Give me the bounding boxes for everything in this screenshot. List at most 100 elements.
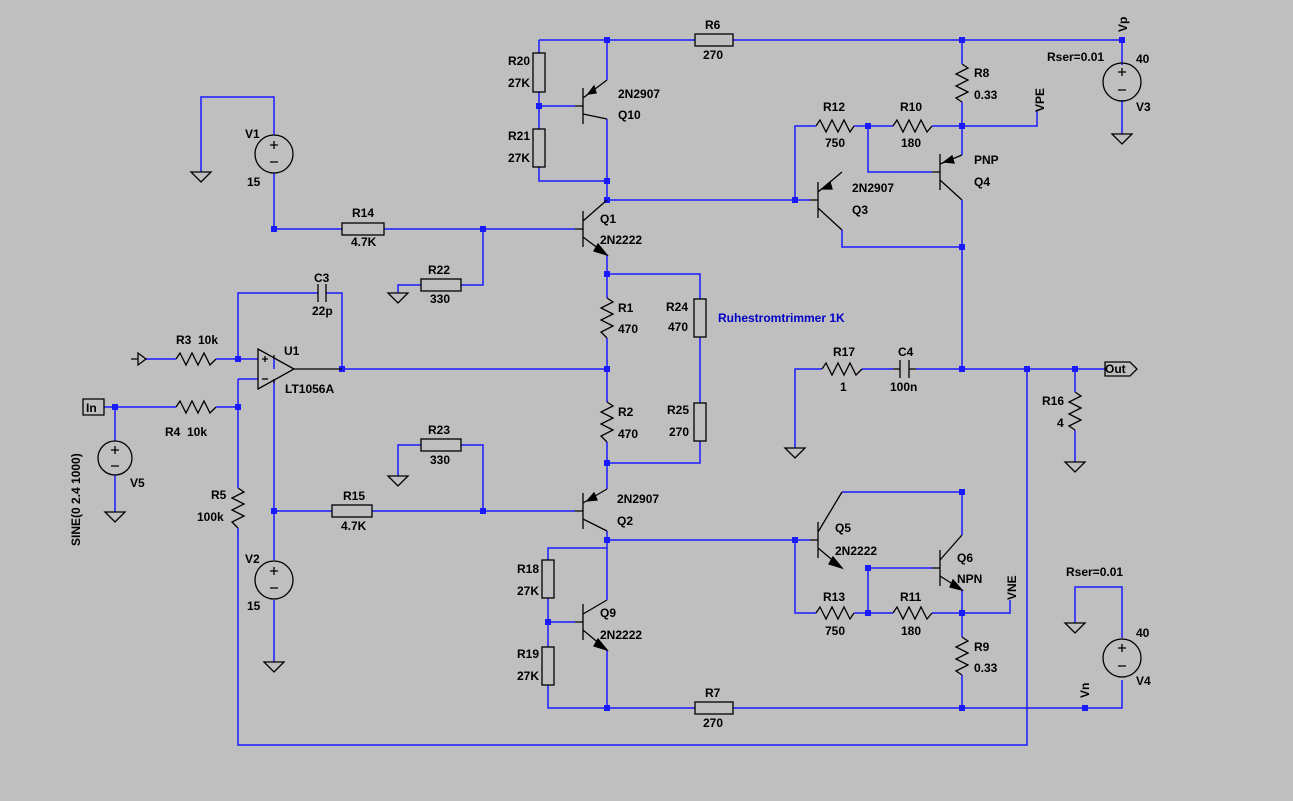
label-q1-ref: Q1: [600, 212, 616, 226]
source-v2: [254, 560, 294, 600]
label-r10-ref: R10: [900, 100, 922, 114]
label-r1-ref: R1: [618, 301, 634, 315]
resistor-r15: [331, 504, 373, 518]
label-u1-ref: U1: [284, 344, 300, 358]
label-r18-value: 27K: [517, 584, 539, 598]
resistor-r4: [175, 399, 217, 415]
label-v4-value: 40: [1136, 626, 1150, 640]
resistor-r13: [815, 605, 855, 621]
label-r5-value: 100k: [197, 510, 224, 524]
label-r6-value: 270: [703, 48, 723, 62]
label-v1-ref: V1: [245, 127, 260, 141]
label-q2-ref: Q2: [617, 514, 633, 528]
transistor-q10: [575, 79, 608, 124]
resistor-r8: [954, 63, 970, 103]
label-r15-ref: R15: [343, 489, 365, 503]
voltage-sources: [97, 62, 1142, 678]
wires: [104, 39, 1123, 746]
label-r21-value: 27K: [508, 151, 530, 165]
label-r20-ref: R20: [508, 54, 530, 68]
label-r3-ref: R3: [176, 333, 192, 347]
label-q10-ref: Q10: [618, 108, 641, 122]
label-u1-model: LT1056A: [285, 382, 334, 396]
label-v4-rser: Rser=0.01: [1066, 565, 1123, 579]
resistor-r18: [541, 559, 555, 599]
source-v3: [1102, 62, 1142, 102]
label-r13-ref: R13: [823, 590, 845, 604]
ground-icon: [103, 511, 127, 523]
label-q3-ref: Q3: [852, 203, 868, 217]
ground-icon: [1110, 133, 1134, 145]
net-vn-label: Vn: [1078, 683, 1092, 698]
label-r8-value: 0.33: [974, 88, 998, 102]
label-r17-ref: R17: [833, 345, 855, 359]
label-q5-ref: Q5: [835, 521, 851, 535]
label-r23-ref: R23: [428, 423, 450, 437]
label-r2-value: 470: [618, 427, 638, 441]
ground-icon: [386, 292, 410, 304]
resistor-r21: [532, 128, 546, 168]
label-v5-ref: V5: [130, 476, 145, 490]
resistor-r9: [954, 636, 970, 676]
label-q2-model: 2N2907: [617, 492, 659, 506]
label-r1-value: 470: [618, 322, 638, 336]
label-r8-ref: R8: [974, 66, 990, 80]
resistor-r12: [815, 118, 855, 134]
port-out-flag[interactable]: [1104, 361, 1138, 377]
resistor-r23: [420, 438, 462, 452]
resistor-r17: [821, 361, 863, 377]
resistor-r19: [541, 646, 555, 686]
label-r6-ref: R6: [705, 18, 721, 32]
zigzag-resistors: [175, 63, 1083, 676]
net-vne-label: VNE: [1005, 575, 1019, 600]
label-v5-value: SINE(0 2.4 1000): [69, 453, 83, 546]
label-r12-value: 750: [825, 136, 845, 150]
ground-icon: [386, 475, 410, 487]
ground-icon: [783, 447, 807, 459]
resistor-r20: [532, 52, 546, 93]
label-r4-ref: R4: [165, 425, 181, 439]
grounds: [103, 133, 1134, 673]
resistor-r3: [175, 351, 217, 367]
label-r7-ref: R7: [705, 686, 721, 700]
label-c3-value: 22p: [312, 304, 333, 318]
port-in-flag[interactable]: [82, 398, 105, 416]
net-vpe-label: VPE: [1033, 88, 1047, 112]
label-r9-value: 0.33: [974, 661, 998, 675]
transistor-q5: [810, 491, 844, 570]
label-c4-ref: C4: [898, 345, 914, 359]
label-v4-ref: V4: [1136, 674, 1151, 688]
resistor-r6: [694, 33, 734, 47]
resistor-r2: [599, 401, 615, 443]
transistors: [575, 79, 964, 652]
transistor-q4: [932, 154, 963, 201]
source-v4: [1102, 638, 1142, 678]
transistor-q9: [575, 599, 609, 652]
label-r24-ref: R24: [666, 300, 688, 314]
label-r18-ref: R18: [517, 562, 539, 576]
junctions: [112, 37, 1125, 711]
label-q4-model: PNP: [974, 153, 999, 167]
resistor-r25: [693, 402, 707, 442]
resistor-r5: [230, 487, 246, 529]
label-r21-ref: R21: [508, 129, 530, 143]
label-r15-value: 4.7K: [341, 519, 367, 533]
label-q4-ref: Q4: [974, 175, 990, 189]
capacitor-c3: [317, 284, 327, 302]
label-q9-ref: Q9: [600, 606, 616, 620]
label-q1-model: 2N2222: [600, 233, 642, 247]
resistor-r14: [341, 222, 385, 236]
labels: R6 270 R20 27K R21 27K 2N2907 Q10 Q1 2N2…: [69, 17, 1151, 730]
net-flags: [82, 351, 1138, 416]
label-r22-value: 330: [430, 292, 450, 306]
resistor-boxes: [331, 33, 734, 715]
label-v3-ref: V3: [1136, 100, 1151, 114]
label-r22-ref: R22: [428, 263, 450, 277]
label-r20-value: 27K: [508, 76, 530, 90]
label-v3-rser: Rser=0.01: [1047, 50, 1104, 64]
ground-icon: [1063, 461, 1087, 473]
ground-icon: [189, 171, 213, 183]
label-r11-ref: R11: [900, 590, 922, 604]
label-v3-value: 40: [1136, 52, 1150, 66]
